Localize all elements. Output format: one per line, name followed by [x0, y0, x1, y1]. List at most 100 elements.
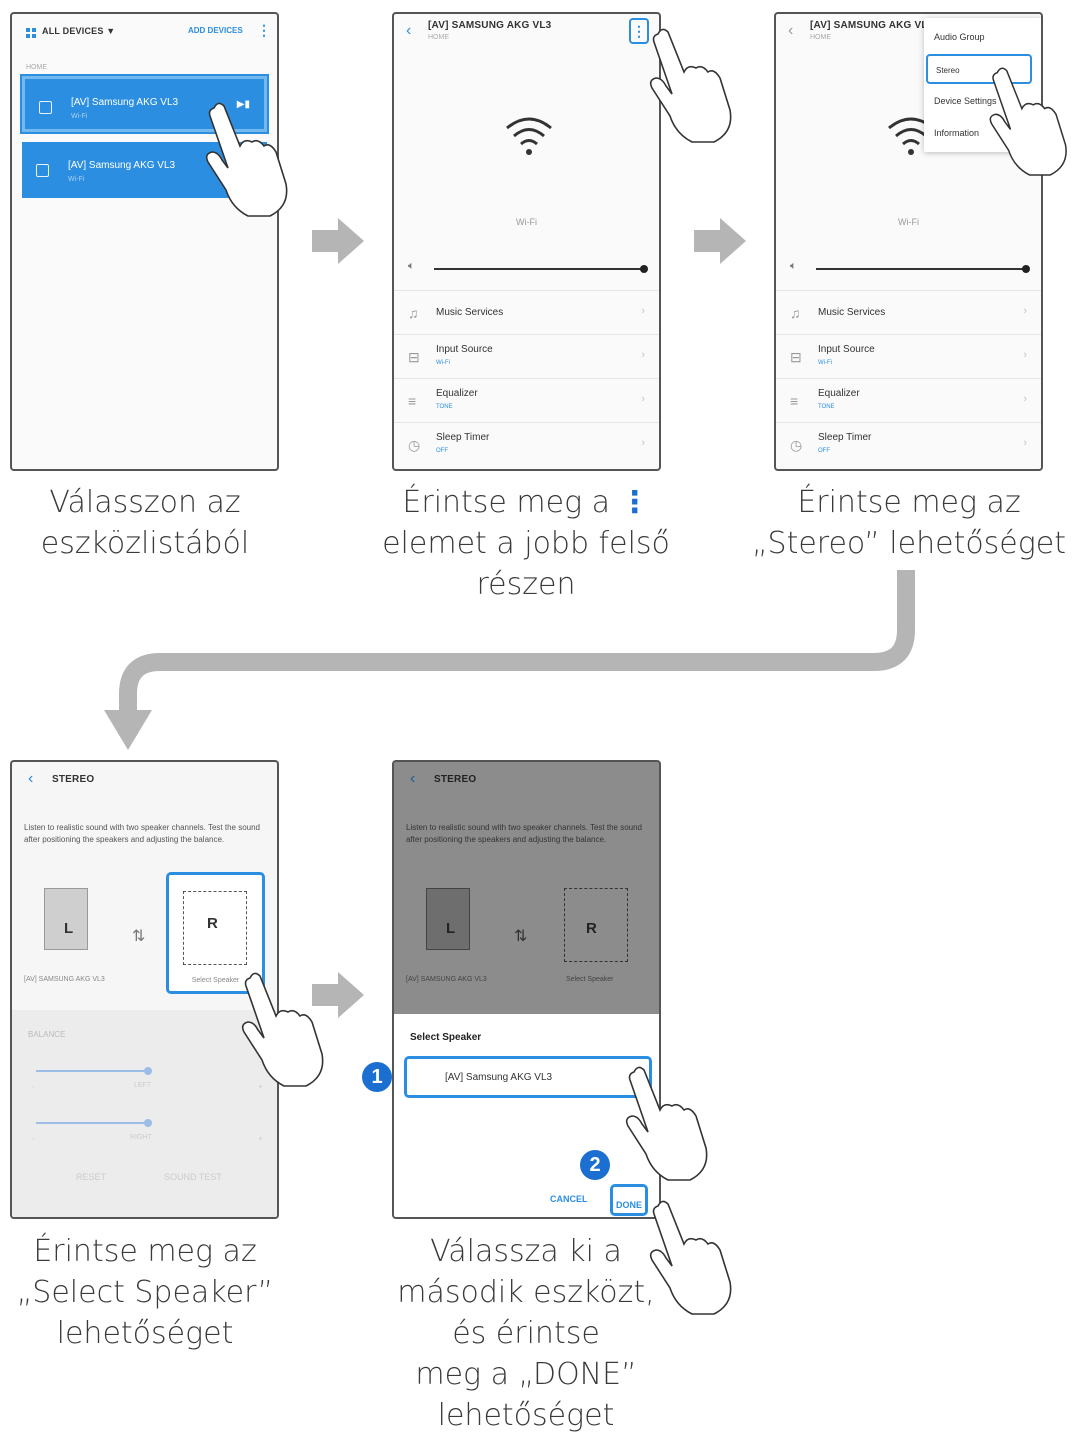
- stereo-description: Listen to realistic sound with two speak…: [24, 823, 260, 844]
- caption-line: lehetőséget: [56, 1316, 234, 1351]
- slider-thumb[interactable]: [144, 1119, 152, 1127]
- panel1-screen: ALL DEVICES ▼ ADD DEVICES ⋮ HOME [AV] Sa…: [10, 12, 279, 471]
- select-speaker-button[interactable]: R Select Speaker: [166, 872, 265, 994]
- slider-thumb[interactable]: [144, 1067, 152, 1075]
- chevron-right-icon: ›: [641, 393, 645, 405]
- caption-line: Érintse meg a ⋮: [370, 482, 682, 523]
- caption-line: Válassza ki a: [430, 1234, 622, 1269]
- row-label: Input Source: [818, 344, 875, 355]
- back-icon[interactable]: ‹: [406, 22, 412, 39]
- done-label: DONE: [615, 1200, 642, 1210]
- chevron-right-icon: ›: [1023, 349, 1027, 361]
- row-equalizer[interactable]: ≡ Equalizer TONE ›: [776, 378, 1041, 422]
- volume-thumb[interactable]: [640, 265, 648, 273]
- row-sub: OFF: [818, 448, 830, 454]
- all-devices-dropdown[interactable]: ALL DEVICES ▼: [42, 26, 115, 36]
- panel2-screen: ‹ [AV] SAMSUNG AKG VL3 HOME ⋮ Wi-Fi 🔈︎ ♫…: [392, 12, 661, 471]
- panel4-caption: Érintse meg az „Select Speaker” lehetősé…: [0, 1231, 290, 1354]
- equalizer-icon: ≡: [790, 393, 799, 409]
- minus-label: -: [32, 1134, 35, 1143]
- speaker-icon: [39, 101, 52, 114]
- left-speaker-image: [426, 888, 470, 950]
- screen-title: [AV] SAMSUNG AKG VL3: [810, 20, 934, 31]
- cancel-button[interactable]: CANCEL: [550, 1194, 588, 1204]
- done-button[interactable]: DONE: [610, 1184, 648, 1216]
- clock-icon: ◷: [790, 437, 803, 453]
- back-icon[interactable]: ‹: [28, 770, 34, 787]
- row-music-services[interactable]: ♫ Music Services ›: [394, 290, 659, 334]
- grid-icon[interactable]: [26, 26, 37, 38]
- caption-text: Érintse meg a: [402, 485, 611, 520]
- menu-item-stereo[interactable]: Stereo: [926, 54, 1032, 84]
- row-input-source[interactable]: ⊟ Input Source Wi-Fi ›: [394, 334, 659, 378]
- more-vert-icon[interactable]: ⋮: [629, 18, 649, 44]
- left-balance-slider[interactable]: [36, 1067, 152, 1075]
- caption-line: részen: [476, 567, 576, 602]
- screen-title: [AV] SAMSUNG AKG VL3: [428, 20, 552, 31]
- speaker-option-label: [AV] Samsung AKG VL3: [445, 1072, 553, 1083]
- left-speaker-image: [44, 888, 88, 950]
- input-icon: ⊟: [408, 349, 420, 365]
- device-item-1[interactable]: [AV] Samsung AKG VL3 Wi-Fi ▶▮: [22, 76, 267, 132]
- sound-test-button[interactable]: SOUND TEST: [164, 1172, 222, 1182]
- caption-line: eszközlistából: [40, 526, 250, 561]
- device-name: [AV] Samsung AKG VL3: [71, 97, 179, 108]
- step-badge-2: 2: [580, 1150, 610, 1180]
- add-devices-button[interactable]: ADD DEVICES: [188, 26, 243, 35]
- volume-slider[interactable]: [434, 265, 648, 273]
- left-speaker-letter: L: [64, 920, 74, 937]
- placeholder-speaker: [183, 891, 247, 965]
- swap-icon: ⇅: [514, 928, 528, 945]
- row-label: Sleep Timer: [818, 432, 872, 443]
- caption-line: Érintse meg az: [33, 1234, 257, 1269]
- volume-thumb[interactable]: [1022, 265, 1030, 273]
- back-icon[interactable]: ‹: [788, 22, 794, 39]
- row-sleep-timer[interactable]: ◷ Sleep Timer OFF ›: [776, 422, 1041, 466]
- row-sleep-timer[interactable]: ◷ Sleep Timer OFF ›: [394, 422, 659, 466]
- chevron-right-icon: ›: [641, 349, 645, 361]
- left-label: LEFT: [134, 1082, 152, 1089]
- play-pause-icon[interactable]: ▶▮: [236, 99, 250, 110]
- caption-line: Válasszon az: [49, 485, 241, 520]
- row-input-source[interactable]: ⊟ Input Source Wi-Fi ›: [776, 334, 1041, 378]
- arrow-right-icon: [312, 972, 364, 1018]
- back-icon[interactable]: ‹: [410, 770, 416, 787]
- step-badge-1: 1: [362, 1062, 392, 1092]
- screen-title: STEREO: [52, 774, 95, 785]
- speaker-icon: [36, 164, 49, 177]
- device-name: [AV] Samsung AKG VL3: [68, 160, 176, 171]
- more-vert-icon[interactable]: ⋮: [257, 22, 271, 38]
- row-sub: TONE: [436, 404, 453, 410]
- right-balance-slider[interactable]: [36, 1119, 152, 1127]
- row-sub: Wi-Fi: [818, 360, 832, 366]
- hand-pointer-icon: [649, 28, 732, 143]
- row-label: Equalizer: [818, 388, 860, 399]
- row-equalizer[interactable]: ≡ Equalizer TONE ›: [394, 378, 659, 422]
- chevron-right-icon: ›: [1023, 305, 1027, 317]
- screen-title: STEREO: [434, 774, 477, 785]
- row-label: Music Services: [818, 307, 886, 318]
- device-sub: Wi-Fi: [71, 113, 88, 120]
- swap-icon[interactable]: ⇅: [132, 928, 146, 945]
- caption-line: második eszközt,: [397, 1275, 655, 1310]
- clock-icon: ◷: [408, 437, 421, 453]
- screen-subtitle: HOME: [810, 34, 831, 41]
- menu-item-device-settings[interactable]: Device Settings: [934, 96, 997, 106]
- arrow-right-icon: [312, 218, 364, 264]
- caption-line: elemet a jobb felső: [382, 526, 670, 561]
- panel1-caption: Válasszon az eszközlistából: [0, 482, 290, 564]
- section-label: HOME: [26, 64, 47, 71]
- hand-pointer-icon: [649, 1200, 732, 1315]
- wifi-label: Wi-Fi: [898, 217, 919, 227]
- minus-label: -: [32, 1082, 35, 1091]
- row-label: Input Source: [436, 344, 493, 355]
- volume-slider[interactable]: [816, 265, 1030, 273]
- menu-item-audio-group[interactable]: Audio Group: [934, 32, 985, 42]
- chevron-right-icon: ›: [641, 437, 645, 449]
- left-speaker-letter: L: [446, 920, 456, 937]
- menu-item-information[interactable]: Information: [934, 128, 980, 138]
- wifi-label: Wi-Fi: [516, 217, 537, 227]
- reset-button[interactable]: RESET: [76, 1172, 107, 1182]
- speaker-option[interactable]: [AV] Samsung AKG VL3: [404, 1056, 652, 1098]
- row-music-services[interactable]: ♫ Music Services ›: [776, 290, 1041, 334]
